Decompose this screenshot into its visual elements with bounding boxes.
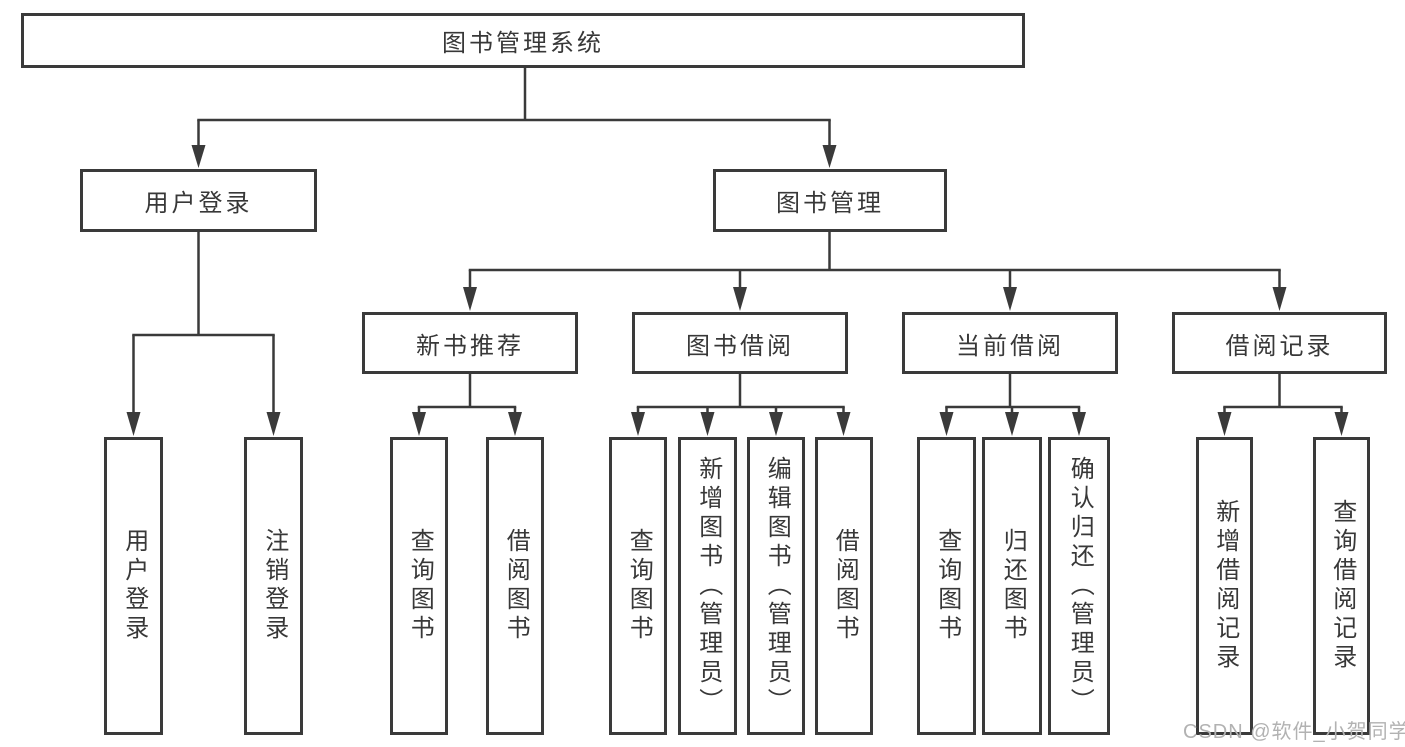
leaf-label: 新增借阅记录: [1211, 499, 1239, 673]
leaf-label: 借阅图书: [831, 528, 859, 644]
node-label: 借阅记录: [1225, 332, 1334, 360]
arrowhead-down-icon: [769, 412, 783, 436]
leaf-label: 新增图书（管理员）: [694, 455, 722, 717]
arrowhead-down-icon: [822, 145, 837, 168]
arrowhead-down-icon: [463, 287, 477, 311]
node-label: 用户登录: [144, 190, 253, 217]
leaf-query-borrowing-record: 查询借阅记录: [1313, 437, 1370, 735]
arrowhead-down-icon: [1072, 412, 1086, 436]
node-label: 当前借阅: [956, 332, 1064, 360]
leaf-query-books-recommendation: 查询图书: [390, 437, 448, 735]
leaf-add-book-admin: 新增图书（管理员）: [678, 437, 737, 735]
leaf-label: 用户登录: [120, 528, 148, 644]
leaf-label: 归还图书: [999, 528, 1027, 644]
leaf-label: 编辑图书（管理员）: [763, 455, 791, 717]
connector-borrowing-records: [1217, 373, 1349, 436]
connector-user-login: [126, 231, 281, 436]
leaf-logout: 注销登录: [244, 437, 303, 735]
leaf-confirm-return-admin: 确认归还（管理员）: [1048, 437, 1110, 735]
leaf-borrow-books-recommendation: 借阅图书: [486, 437, 544, 735]
node-current-borrowing: 当前借阅: [902, 312, 1118, 374]
arrowhead-down-icon: [1003, 287, 1017, 311]
arrowhead-down-icon: [733, 287, 747, 311]
connector-book-management: [463, 231, 1287, 311]
node-library-management-system: 图书管理系统: [21, 13, 1025, 68]
connector-current-borrowing: [939, 373, 1086, 436]
leaf-label: 查询借阅记录: [1328, 499, 1356, 673]
leaf-user-login: 用户登录: [104, 437, 163, 735]
leaf-borrow-books-borrowing: 借阅图书: [815, 437, 873, 735]
node-label: 图书借阅: [686, 332, 794, 360]
arrowhead-down-icon: [631, 412, 645, 436]
leaf-label: 查询图书: [933, 528, 961, 644]
node-label: 图书管理系统: [442, 30, 604, 57]
arrowhead-down-icon: [266, 412, 281, 436]
node-book-borrowing: 图书借阅: [632, 312, 848, 374]
leaf-query-books-current: 查询图书: [917, 437, 976, 735]
arrowhead-down-icon: [126, 412, 141, 436]
node-label: 新书推荐: [416, 332, 524, 360]
leaf-query-books-borrowing: 查询图书: [609, 437, 667, 735]
node-label: 图书管理: [776, 190, 884, 217]
arrowhead-down-icon: [508, 412, 522, 436]
watermark-text: CSDN @软件_小贺同学: [1183, 721, 1405, 743]
connector-root: [191, 66, 837, 168]
arrowhead-down-icon: [412, 412, 426, 436]
arrowhead-down-icon: [1334, 412, 1349, 436]
leaf-add-borrowing-record: 新增借阅记录: [1196, 437, 1253, 735]
connector-new-book-recommendation: [412, 373, 522, 436]
leaf-label: 注销登录: [260, 528, 288, 644]
leaf-label: 确认归还（管理员）: [1066, 455, 1094, 717]
arrowhead-down-icon: [1005, 412, 1019, 436]
leaf-label: 查询图书: [625, 528, 653, 644]
node-book-management: 图书管理: [713, 169, 947, 232]
arrowhead-down-icon: [836, 412, 851, 436]
leaf-label: 查询图书: [406, 528, 434, 644]
arrowhead-down-icon: [1217, 412, 1232, 436]
leaf-edit-book-admin: 编辑图书（管理员）: [747, 437, 805, 735]
arrowhead-down-icon: [1272, 287, 1287, 311]
arrowhead-down-icon: [700, 412, 715, 436]
leaf-return-books: 归还图书: [982, 437, 1042, 735]
leaf-label: 借阅图书: [502, 528, 530, 644]
arrowhead-down-icon: [939, 412, 954, 436]
arrowhead-down-icon: [191, 145, 206, 168]
connector-book-borrowing: [631, 373, 851, 436]
node-new-book-recommendation: 新书推荐: [362, 312, 578, 374]
node-borrowing-records: 借阅记录: [1172, 312, 1387, 374]
node-user-login: 用户登录: [80, 169, 317, 232]
